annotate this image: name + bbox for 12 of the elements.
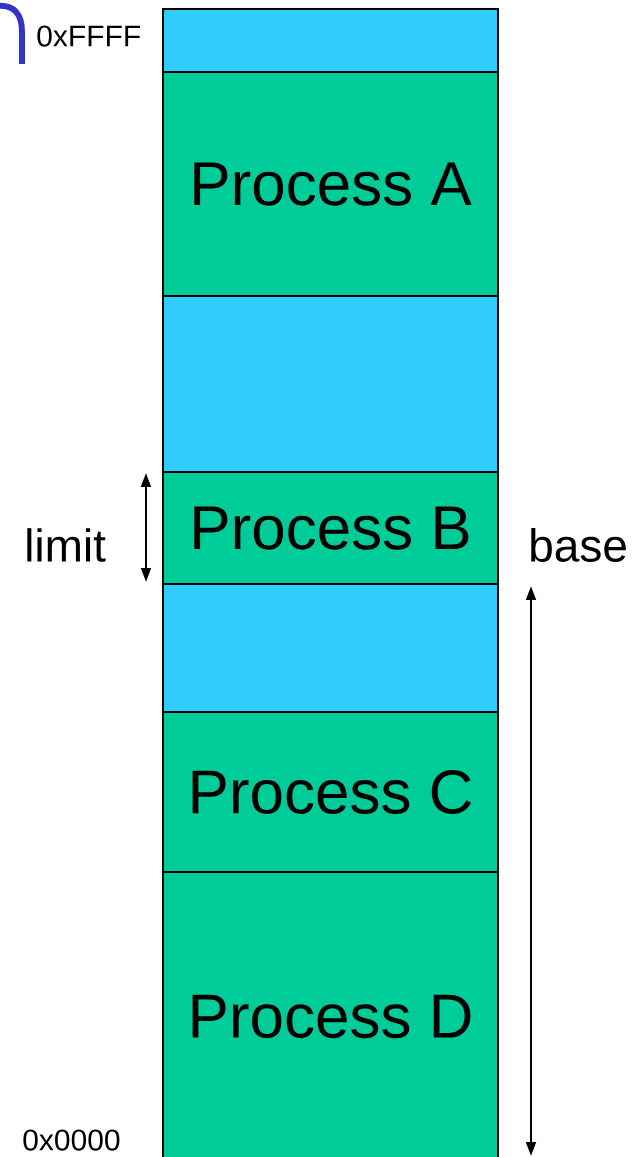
free-block xyxy=(162,8,499,73)
node-label: Process D xyxy=(192,994,471,1039)
process-block: Process C xyxy=(162,711,499,873)
free-block xyxy=(162,295,499,473)
free-block xyxy=(162,583,499,713)
address-label: 0xFFFF xyxy=(37,25,140,47)
address-label: 0x0000 xyxy=(23,1129,120,1151)
process-block: Process D xyxy=(162,871,499,1157)
process-block: Process A xyxy=(162,71,499,297)
dimension-label: limit xyxy=(27,528,106,562)
dimension-label: base xyxy=(531,528,626,562)
process-block: Process B xyxy=(162,471,499,585)
